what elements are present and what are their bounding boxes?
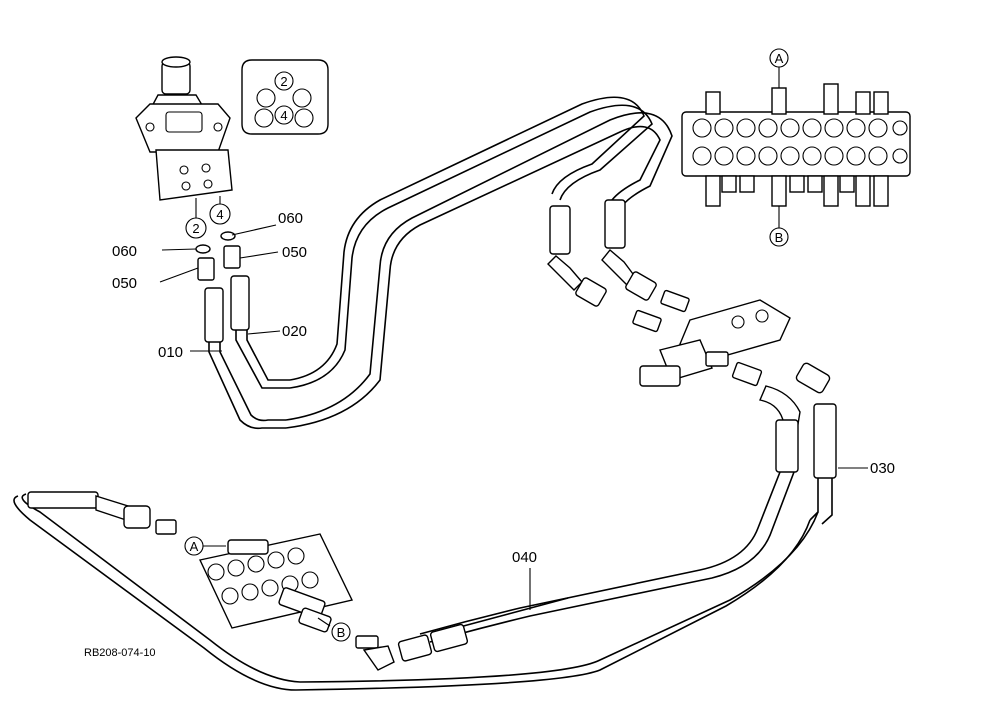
hose-fittings-upper xyxy=(547,199,690,333)
part-label-050-right: 050 xyxy=(282,244,307,261)
adapters-050 xyxy=(197,245,241,281)
hose-routing-lower xyxy=(13,491,819,691)
lower-port-a-callout: A xyxy=(184,536,226,556)
hose-040 xyxy=(419,385,801,643)
leader-lines xyxy=(159,224,868,610)
hose-010 xyxy=(204,287,286,430)
valve-port-b-callout: B xyxy=(769,206,789,247)
port-callout-4: 4 xyxy=(209,196,231,225)
svg-text:A: A xyxy=(775,51,784,66)
part-label-040: 040 xyxy=(512,549,537,566)
hose-routing-upper xyxy=(285,96,673,429)
lower-port-b-callout: B xyxy=(317,617,351,642)
lower-hose-fittings xyxy=(355,623,469,671)
part-label-050-left: 050 xyxy=(112,275,137,292)
part-label-060-left: 060 xyxy=(112,243,137,260)
svg-text:4: 4 xyxy=(216,207,223,222)
drawing-code: RB208-074-10 xyxy=(84,647,156,659)
part-label-010: 010 xyxy=(158,344,183,361)
part-label-030: 030 xyxy=(870,460,895,477)
inset-port-4: 4 xyxy=(280,108,287,123)
part-label-020: 020 xyxy=(282,323,307,340)
svg-text:B: B xyxy=(775,230,784,245)
svg-text:2: 2 xyxy=(192,221,199,236)
o-rings-060 xyxy=(195,231,236,254)
port-layout-inset: 2 4 xyxy=(241,59,329,135)
hose-030 xyxy=(809,403,837,525)
valve-port-a-callout: A xyxy=(769,48,789,88)
svg-text:A: A xyxy=(190,539,199,554)
inset-port-2: 2 xyxy=(280,74,287,89)
port-callout-2: 2 xyxy=(185,198,207,239)
swivel-block xyxy=(639,299,831,394)
pilot-control-valve xyxy=(135,56,233,201)
part-label-060-right: 060 xyxy=(278,210,303,227)
control-valve-bank xyxy=(681,83,911,207)
svg-text:B: B xyxy=(337,625,346,640)
hose-020 xyxy=(230,275,290,389)
lower-valve-assembly xyxy=(198,533,354,633)
